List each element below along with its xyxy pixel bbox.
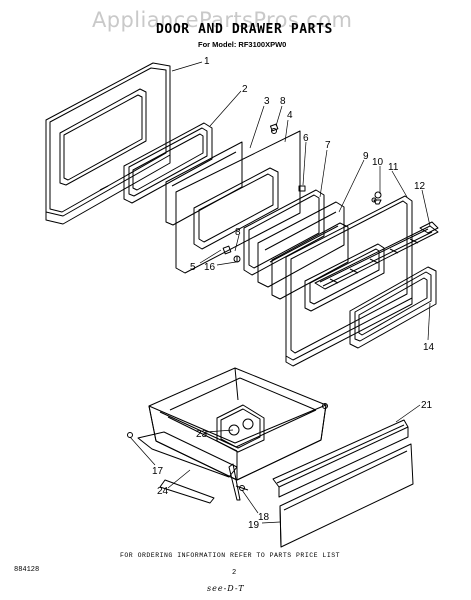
callout-8b: 8 — [235, 227, 241, 238]
callout-2: 2 — [242, 84, 248, 95]
callout-12: 12 — [414, 181, 426, 192]
leader-lines — [129, 61, 431, 524]
document-code: 884128 — [14, 566, 40, 574]
part-drawer-body — [148, 367, 327, 481]
callout-24: 24 — [157, 486, 169, 497]
model-line: For Model: RF3100XPW0 — [198, 40, 287, 49]
part-oven-gasket — [349, 266, 437, 349]
part-drawer-rail-left — [137, 431, 241, 504]
part-door-liner — [175, 130, 301, 274]
page-number: 2 — [232, 569, 237, 577]
callout-3: 3 — [264, 96, 270, 107]
callout-17: 17 — [152, 466, 164, 477]
part-door-assembly — [285, 195, 413, 367]
callout-7: 7 — [325, 140, 331, 151]
part-door-gasket — [123, 122, 213, 204]
part-screws-clips — [222, 123, 382, 263]
diagram-title: DOOR AND DRAWER PARTS — [156, 22, 333, 37]
callout-numbers: 1 2 3 4 5 6 7 8 8 9 10 11 12 14 16 17 18… — [152, 56, 435, 531]
callout-19: 19 — [248, 520, 260, 531]
callout-16: 16 — [204, 262, 216, 273]
callout-10: 10 — [372, 157, 384, 168]
part-drawer-front — [279, 443, 414, 548]
callout-14: 14 — [423, 342, 435, 353]
watermark: AppliancePartsPros.com — [92, 8, 353, 32]
callout-8a: 8 — [280, 96, 286, 107]
part-door-handle — [314, 221, 439, 290]
callout-23: 23 — [196, 429, 208, 440]
part-window-frame — [243, 189, 325, 276]
callout-9: 9 — [363, 151, 369, 162]
callout-5: 5 — [190, 262, 196, 273]
part-window-glass — [257, 201, 345, 288]
callout-21: 21 — [421, 400, 433, 411]
ordering-note: FOR ORDERING INFORMATION REFER TO PARTS … — [120, 552, 341, 559]
callout-18: 18 — [258, 512, 270, 523]
callout-6: 6 — [303, 133, 309, 144]
callout-11: 11 — [388, 162, 399, 173]
part-glass-inner — [271, 222, 349, 300]
part-drawer-rail-right — [272, 419, 409, 498]
part-outer-door-panel — [45, 62, 171, 225]
signature-mark: see-D-T — [207, 584, 245, 593]
part-inner-glass — [165, 141, 243, 226]
callout-1: 1 — [204, 56, 210, 67]
callout-4: 4 — [287, 110, 293, 121]
